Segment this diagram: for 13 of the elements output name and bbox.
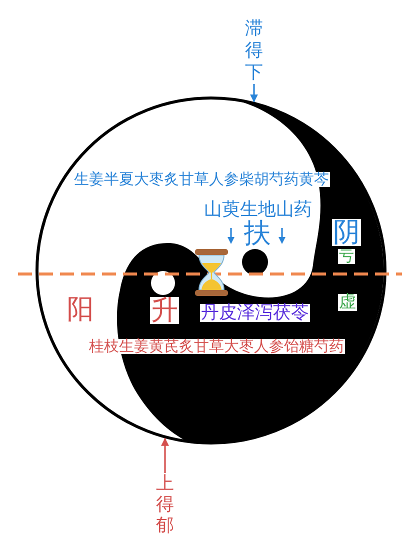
vertical-label: 滞得下 [245, 18, 263, 84]
herb-list: 山萸生地山药 [203, 201, 313, 219]
arrow [250, 84, 258, 102]
arrow [161, 438, 169, 473]
character-label: 虚 [338, 294, 357, 311]
herb-list: 丹皮泽泻茯苓 [200, 304, 310, 322]
herb-list: 桂枝生姜黄芪炙甘草大枣人参饴糖芍药 [88, 339, 345, 354]
character-label: 扶 [243, 220, 272, 247]
character-label: 升 [150, 297, 179, 324]
herb-list: 生姜半夏大枣炙甘草人参柴胡芍药黄芩 [73, 172, 330, 187]
vertical-label: 上得郁 [156, 473, 174, 536]
character-label: 阴 [332, 219, 361, 246]
character-label: 亏 [338, 249, 355, 264]
